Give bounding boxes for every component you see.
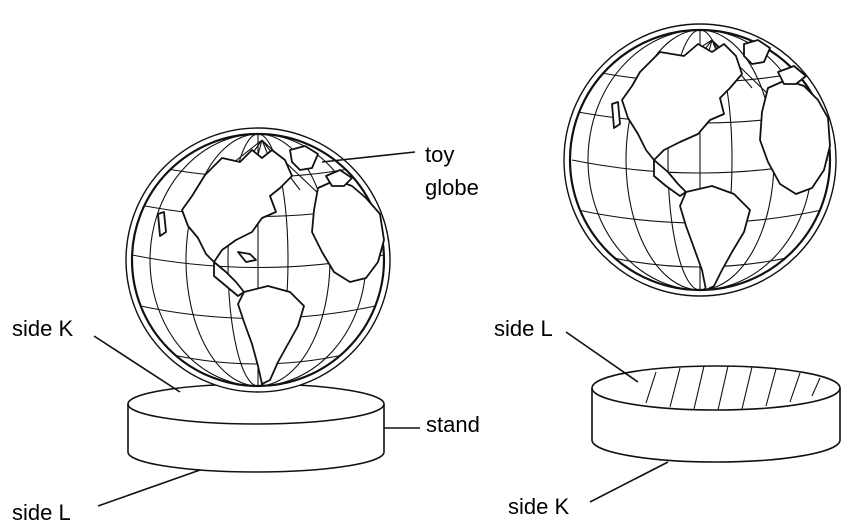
right-side-k-leader bbox=[590, 462, 668, 502]
right-side-k-label: side K bbox=[508, 494, 569, 519]
right-toy-globe bbox=[564, 24, 836, 296]
right-side-l-leader bbox=[566, 332, 638, 382]
left-side-l-leader bbox=[98, 470, 200, 506]
toy-globe-label-line1: toy bbox=[425, 142, 454, 167]
left-toy-globe bbox=[126, 128, 390, 392]
left-side-k-label: side K bbox=[12, 316, 73, 341]
right-assembly: side L side K bbox=[494, 24, 840, 519]
right-stand bbox=[592, 366, 840, 462]
toy-globe-label-line2: globe bbox=[425, 175, 479, 200]
left-assembly: toy globe stand side K side L bbox=[12, 128, 480, 525]
left-stand bbox=[128, 384, 384, 472]
stand-label: stand bbox=[426, 412, 480, 437]
left-side-l-label: side L bbox=[12, 500, 71, 525]
right-stand-hatching bbox=[646, 366, 820, 410]
right-side-l-label: side L bbox=[494, 316, 553, 341]
